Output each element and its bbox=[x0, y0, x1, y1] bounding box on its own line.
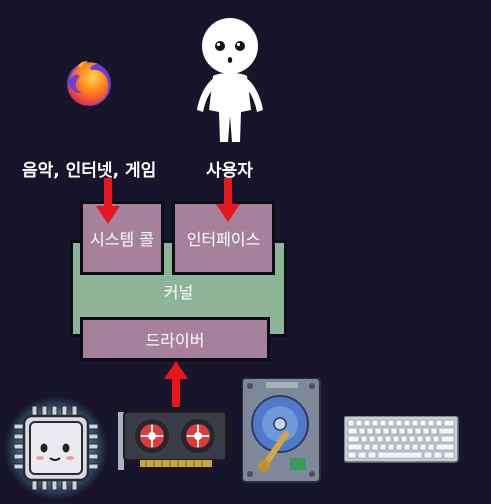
person-character-icon bbox=[197, 18, 263, 142]
interface-label: 인터페이스 bbox=[186, 230, 261, 249]
hard-drive-icon bbox=[242, 378, 321, 483]
kernel-label: 커널 bbox=[163, 283, 194, 302]
user-label: 사용자 bbox=[206, 161, 253, 181]
system-call-label: 시스템 콜 bbox=[90, 230, 154, 249]
apps-label: 음악, 인터넷, 게임 bbox=[22, 161, 157, 181]
keyboard-icon bbox=[344, 416, 459, 463]
system-call-box: 시스템 콜 bbox=[80, 201, 164, 275]
driver-label: 드라이버 bbox=[145, 331, 205, 350]
graphics-card-icon bbox=[118, 411, 227, 470]
arrow-apps-to-syscall bbox=[96, 178, 120, 224]
arrow-user-to-interface bbox=[216, 178, 240, 222]
driver-box: 드라이버 bbox=[80, 317, 270, 361]
arrow-hardware-to-driver bbox=[164, 361, 188, 407]
cpu-chip-icon bbox=[4, 396, 108, 500]
firefox-logo-icon bbox=[67, 61, 111, 106]
